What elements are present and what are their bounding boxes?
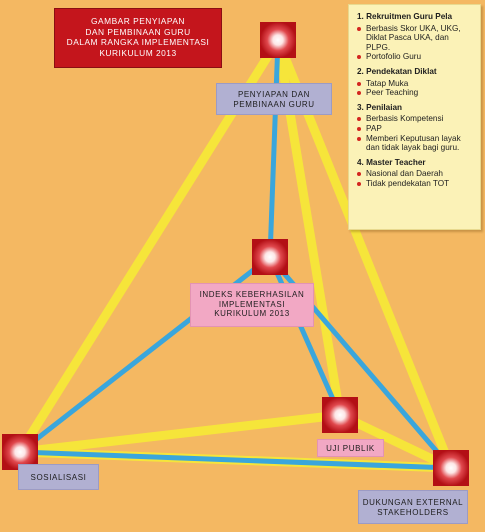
section-heading: 2. Pendekatan Diklat (357, 66, 437, 76)
node-uji (322, 397, 358, 433)
section-heading: 3. Penilaian (357, 102, 403, 112)
item-text: Peer Teaching (366, 88, 419, 98)
item-text: Nasional dan Daerah (366, 169, 443, 179)
link-sos-uji (15, 410, 345, 457)
section-heading: 4. Master Teacher (357, 157, 426, 167)
bullet-icon (357, 26, 361, 31)
label-indeks-keberhasilan: INDEKS KEBERHASILAN IMPLEMENTASI KURIKUL… (190, 283, 314, 327)
info-section: 4. Master Teacher Nasional dan Daerah Ti… (357, 158, 474, 189)
label-sosialisasi: SOSIALISASI (18, 464, 99, 490)
bullet-icon (357, 136, 361, 141)
link-top-center (267, 37, 281, 260)
list-item: Berbasis Skor UKA, UKG, Diklat Pasca UKA… (357, 24, 474, 53)
info-section: 1. Rekruitmen Guru Pela Berbasis Skor UK… (357, 12, 474, 62)
bullet-icon (357, 81, 361, 86)
item-text: Berbasis Skor UKA, UKG, Diklat Pasca UKA… (366, 23, 461, 52)
item-list: Tatap Muka Peer Teaching (357, 79, 474, 98)
bullet-icon (357, 117, 361, 122)
section-heading: 1. Rekruitmen Guru Pela (357, 12, 453, 21)
list-item: Berbasis Kompetensi (357, 114, 474, 124)
item-text: Tidak pendekatan TOT (366, 178, 450, 188)
link-sos-duk (17, 449, 454, 471)
node-center (252, 239, 288, 275)
item-text: Berbasis Kompetensi (366, 114, 444, 124)
node-top (260, 22, 296, 58)
label-line: DUKUNGAN EXTERNAL (362, 498, 464, 507)
item-list: Nasional dan Daerah Tidak pendekatan TOT (357, 169, 474, 188)
item-text: PAP (366, 123, 382, 133)
bullet-icon (357, 55, 361, 60)
title-line: DAN PEMBINAAN GURU (85, 26, 191, 37)
item-text: Tatap Muka (366, 78, 409, 88)
label-line: IMPLEMENTASI (218, 299, 286, 309)
bullet-icon (357, 172, 361, 177)
label-line: INDEKS KEBERHASILAN (199, 290, 305, 299)
title-line: KURIKULUM 2013 (99, 47, 177, 58)
item-text: Memberi Keputusan layak dan tidak layak … (366, 133, 461, 153)
title-line: GAMBAR PENYIAPAN (91, 16, 185, 26)
link-uji-duk (335, 410, 456, 473)
info-section: 3. Penilaian Berbasis Kompetensi PAP Mem… (357, 103, 474, 153)
list-item: Tidak pendekatan TOT (357, 179, 474, 189)
list-item: Peer Teaching (357, 88, 474, 98)
bullet-icon (357, 126, 361, 131)
label-line: PENYIAPAN DAN (237, 90, 311, 99)
label-uji-publik: UJI PUBLIK (317, 439, 384, 457)
label-penyiapan-pembinaan-guru: PENYIAPAN DAN PEMBINAAN GURU (216, 83, 332, 115)
bullet-icon (357, 181, 361, 186)
label-line: KURIKULUM 2013 (214, 309, 290, 318)
list-item: Tatap Muka (357, 79, 474, 89)
node-duk (433, 450, 469, 486)
info-section: 2. Pendekatan Diklat Tatap Muka Peer Tea… (357, 67, 474, 98)
label-line: PEMBINAAN GURU (233, 100, 315, 109)
label-line: SOSIALISASI (30, 473, 87, 482)
diagram-title: GAMBAR PENYIAPAN DAN PEMBINAAN GURU DALA… (54, 8, 222, 68)
label-dukungan-external: DUKUNGAN EXTERNAL STAKEHOLDERS (358, 490, 468, 524)
list-item: Portofolio Guru (357, 52, 474, 62)
label-line: STAKEHOLDERS (377, 508, 449, 517)
list-item: PAP (357, 124, 474, 134)
item-text: Portofolio Guru (366, 52, 422, 62)
bullet-icon (357, 91, 361, 96)
label-line: UJI PUBLIK (326, 444, 375, 453)
list-item: Nasional dan Daerah (357, 169, 474, 179)
item-list: Berbasis Skor UKA, UKG, Diklat Pasca UKA… (357, 24, 474, 62)
list-item: Memberi Keputusan layak dan tidak layak … (357, 134, 474, 153)
item-list: Berbasis Kompetensi PAP Memberi Keputusa… (357, 114, 474, 152)
title-line: DALAM RANGKA IMPLEMENTASI (66, 37, 210, 47)
info-panel: 1. Rekruitmen Guru Pela Berbasis Skor UK… (348, 4, 481, 230)
